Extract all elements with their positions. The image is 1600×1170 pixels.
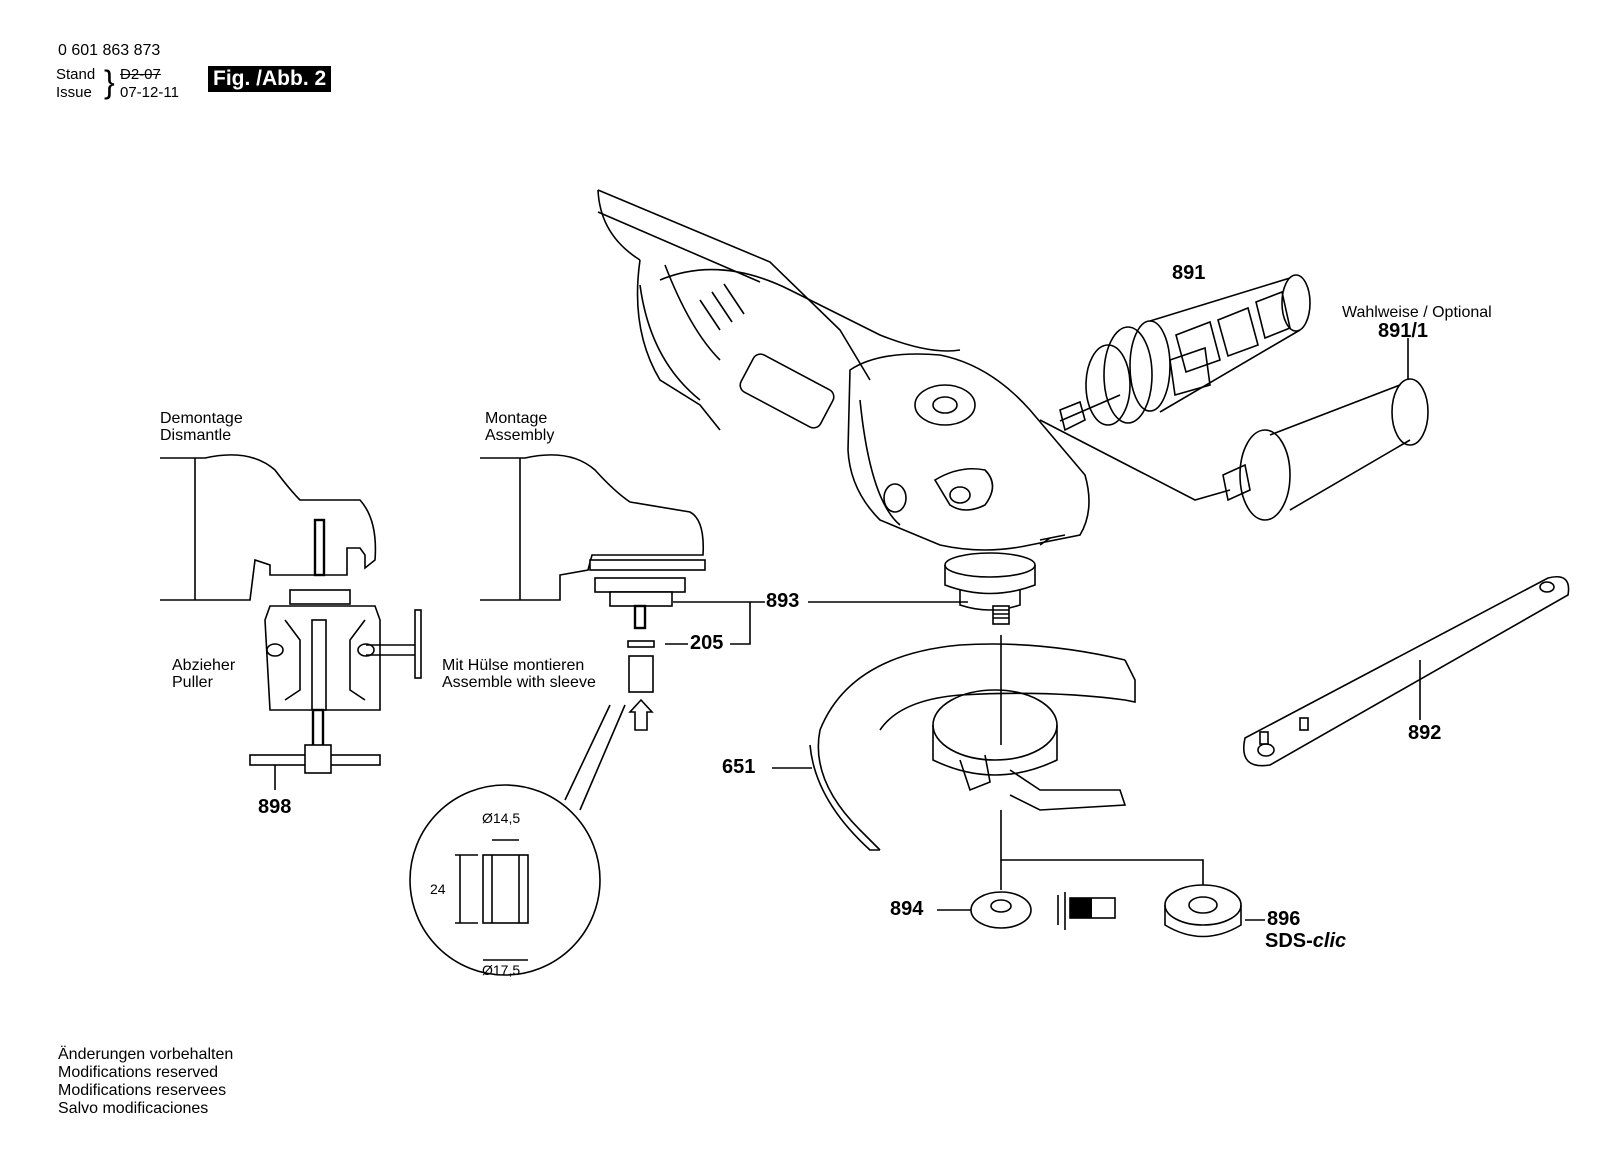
sleeve-de: Mit Hülse montieren: [442, 657, 585, 674]
sds-clic: clic: [1312, 930, 1347, 952]
assembly-de: Montage: [485, 410, 548, 427]
part-898: 898: [258, 796, 292, 818]
puller-de: Abzieher: [172, 657, 236, 674]
part-205: 205: [690, 632, 724, 654]
dismantle-en: Dismantle: [160, 427, 232, 444]
dismantle-label: Demontage Dismantle: [160, 410, 243, 444]
footer-notes: Änderungen vorbehalten Modifications res…: [58, 1046, 233, 1118]
dimension-outer-diameter: Ø17,5: [482, 962, 521, 978]
flange-894-nut-896: [937, 810, 1265, 938]
assembly-en: Assembly: [485, 427, 555, 444]
stand-date: D2-07: [120, 66, 161, 83]
footer-line-1: Änderungen vorbehalten: [58, 1046, 234, 1063]
footer-line-3: Modifications reservees: [58, 1082, 227, 1099]
part-893: 893: [766, 590, 800, 612]
auxiliary-handle-891: [1059, 274, 1311, 432]
dismantle-de: Demontage: [160, 410, 243, 427]
part-number: 0 601 863 873: [58, 42, 161, 59]
angle-grinder: [597, 189, 1090, 625]
footer-line-4: Salvo modificaciones: [58, 1100, 209, 1117]
optional-label: Wahlweise / Optional: [1342, 304, 1492, 321]
protective-guard-651: [772, 635, 1136, 851]
footer-line-2: Modifications reserved: [58, 1064, 219, 1081]
part-894: 894: [890, 898, 924, 920]
part-891: 891: [1172, 262, 1206, 284]
sds-clic-label: SDS-clic: [1265, 930, 1346, 953]
spanner-wrench-892: [1243, 576, 1570, 767]
part-892: 892: [1408, 722, 1442, 744]
puller-label: Abzieher Puller: [172, 657, 235, 691]
issue-label: Issue: [56, 84, 92, 101]
dismantle-diagram: [160, 454, 422, 790]
figure-label: Fig. /Abb. 2: [208, 66, 332, 92]
part-896: 896: [1267, 908, 1301, 930]
assembly-diagram: [409, 454, 706, 976]
part-891-1: 891/1: [1378, 320, 1429, 342]
puller-en: Puller: [172, 674, 213, 691]
sleeve-label: Mit Hülse montieren Assemble with sleeve: [442, 657, 596, 691]
assembly-label: Montage Assembly: [485, 410, 554, 444]
brace: }: [104, 64, 115, 100]
part-651: 651: [722, 756, 756, 778]
sds-prefix: SDS-: [1265, 930, 1313, 952]
auxiliary-handle-891-1: [1039, 338, 1429, 521]
sleeve-en: Assemble with sleeve: [442, 674, 596, 691]
dimension-length: 24: [430, 881, 446, 897]
dimension-inner-diameter: Ø14,5: [482, 810, 521, 826]
issue-date: 07-12-11: [120, 84, 179, 101]
stand-label: Stand: [56, 66, 96, 83]
